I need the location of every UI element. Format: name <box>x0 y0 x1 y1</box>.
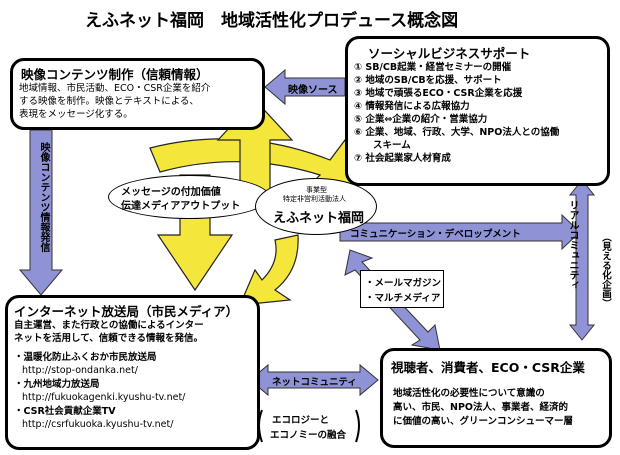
video-content-box: 映像コンテンツ制作（信頼情報） 地域情報、市民活動、ECO・CSR企業を紹介 す… <box>10 58 265 130</box>
support-item: ③ 地域で頑張るECO・CSR企業を応援 <box>354 88 523 99</box>
center-organization: 事業型 特定非営利活動法人 えふネット福岡 <box>255 178 377 235</box>
viewer-consumer-box: 視聴者、消費者、ECO・CSR企業 地域活性化の必要性について意識の 高い、市民… <box>380 348 612 448</box>
blue-arrow-real-community <box>568 179 596 341</box>
blue-arrow-communication <box>339 213 581 251</box>
video-content-heading: 映像コンテンツ制作（信頼情報） <box>21 67 209 82</box>
viewer-text-3: に価値の高い、グリーンコンシューマー層 <box>393 416 574 427</box>
message-value-oval: メッセージの付加価値 伝達メディアアウトプット <box>108 175 270 219</box>
station-name: ・CSR社会貢献企業TV <box>14 406 116 417</box>
communication-label: コミュニケーション・デベロップメント <box>350 229 521 240</box>
support-item: ④ 情報発信による広報協力 <box>354 101 470 112</box>
mail-magazine-line-2: ・マルチメディア <box>365 293 441 304</box>
viewer-heading: 視聴者、消費者、ECO・CSR企業 <box>391 360 585 375</box>
support-item: ⑦ 社会起業家人材育成 <box>354 153 451 164</box>
support-item: スキーム <box>354 140 411 151</box>
video-source-label: 映像ソース <box>288 85 338 96</box>
video-content-text-3: 表現をメッセージ化する。 <box>19 109 133 120</box>
broadcast-text-2: ネットを活用して、信頼できる情報を発信。 <box>14 333 204 344</box>
support-item: ① SB/CB起業・経営セミナーの開催 <box>354 62 512 73</box>
social-business-support-box: ソーシャルビジネスサポート ① SB/CB起業・経営セミナーの開催 ② 地域のS… <box>345 36 610 186</box>
message-value-line-1: メッセージの付加価値 <box>121 187 221 198</box>
page-title: えふネット福岡 地域活性化プロデュース概念図 <box>85 11 459 31</box>
station-url[interactable]: http://stop-ondanka.net/ <box>22 365 138 376</box>
message-value-line-2: 伝達メディアアウトプット <box>121 201 241 212</box>
ecology-line-2: エコノミーの融合 <box>270 430 347 441</box>
ecology-line-1: エコロジーと <box>272 415 330 426</box>
support-item: ② 地域のSB/CBを応援、サポート <box>354 75 502 86</box>
blue-arrow-video-content <box>18 129 64 296</box>
viewer-text-1: 地域活性化の必要性について意識の <box>393 388 545 399</box>
station-url[interactable]: http://fukuokagenki.kyushu-tv.net/ <box>22 392 186 403</box>
visible-planning-label: （見える化企画） <box>600 232 611 308</box>
station-url[interactable]: http://csrfukuoka.kyushu-tv.net/ <box>22 419 174 430</box>
support-item: ⑤ 企業⇔企業の紹介・営業協力 <box>354 114 488 125</box>
mail-magazine-line-1: ・メールマガジン <box>365 278 442 289</box>
center-sub-2: 特定非営利活動法人 <box>283 195 346 203</box>
broadcast-text-1: 自主運営、また行政との協働によるインター <box>14 320 204 331</box>
station-name: ・九州地域力放送局 <box>14 379 100 390</box>
blue-arrow-net-community <box>249 363 379 397</box>
mail-magazine-box: ・メールマガジン ・マルチメディア <box>360 270 444 308</box>
center-name: えふネット福岡 <box>273 211 365 226</box>
support-item: ⑥ 企業、地域、行政、大学、NPO法人との協働 <box>354 127 560 138</box>
station-name: ・温暖化防止ふくおか市民放送局 <box>14 352 157 363</box>
internet-broadcast-box: インターネット放送局（市民メディア） 自主運営、また行政との協働によるインター … <box>5 295 260 450</box>
video-content-text-2: する映像を制作。映像とテキストによる、 <box>19 96 199 107</box>
center-sub-1: 事業型 <box>306 186 327 194</box>
viewer-text-2: 高い、市民、NPO法人、事業者、経済的 <box>393 402 568 413</box>
real-community-label: リアルコミュニティ <box>567 200 578 290</box>
video-content-label: 映像コンテンツ情報発信 <box>38 142 49 252</box>
support-heading: ソーシャルビジネスサポート <box>368 46 531 61</box>
broadcast-heading: インターネット放送局（市民メディア） <box>14 304 239 319</box>
support-list: ① SB/CB起業・経営セミナーの開催 ② 地域のSB/CBを応援、サポート ③… <box>354 61 559 165</box>
net-community-label: ネットコミュニティ <box>272 377 357 388</box>
blue-arrow-video-source <box>264 68 346 106</box>
video-content-text-1: 地域情報、市民活動、ECO・CSR企業を紹介 <box>19 83 211 94</box>
